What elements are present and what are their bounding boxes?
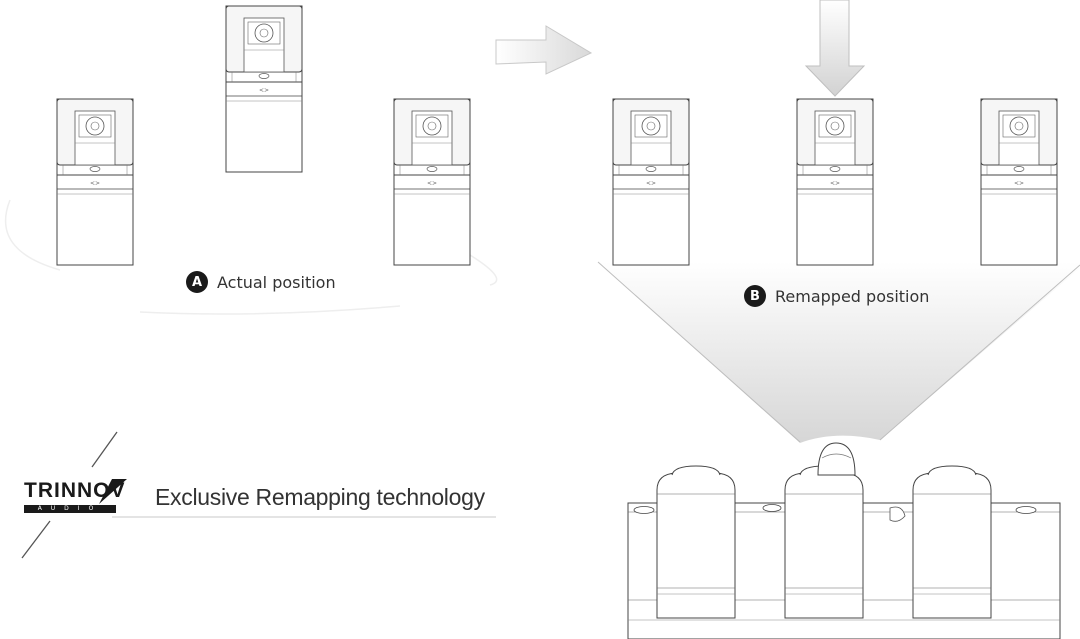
badge-a: A <box>186 271 208 293</box>
brand-block: TRINNOV AUDIO Exclusive Remapping techno… <box>10 430 510 570</box>
speaker-icon-remapped-center <box>796 98 874 266</box>
speaker-icon-actual-center <box>225 5 303 173</box>
arrow-down-icon <box>804 0 866 97</box>
logo-subtitle: AUDIO <box>24 505 116 513</box>
speaker-icon-remapped-right <box>980 98 1058 266</box>
speaker-icon-actual-right <box>393 98 471 266</box>
tagline: Exclusive Remapping technology <box>155 484 485 510</box>
background-curves <box>4 199 498 315</box>
badge-b: B <box>744 285 766 307</box>
theater-seat-icon <box>627 465 1061 639</box>
caption-actual-position: A Actual position <box>186 271 336 293</box>
speaker-icon-remapped-left <box>612 98 690 266</box>
speaker-icon-actual-left <box>56 98 134 266</box>
listener-icon <box>817 442 906 522</box>
arrow-right-icon <box>495 25 593 75</box>
projection-beam <box>598 262 1080 443</box>
logo-wordmark: TRINNOV <box>24 479 126 502</box>
trinnov-logo-icon <box>21 431 127 559</box>
caption-remapped-position: B Remapped position <box>744 285 929 307</box>
caption-remapped-text: Remapped position <box>775 286 930 306</box>
caption-actual-text: Actual position <box>217 272 336 292</box>
